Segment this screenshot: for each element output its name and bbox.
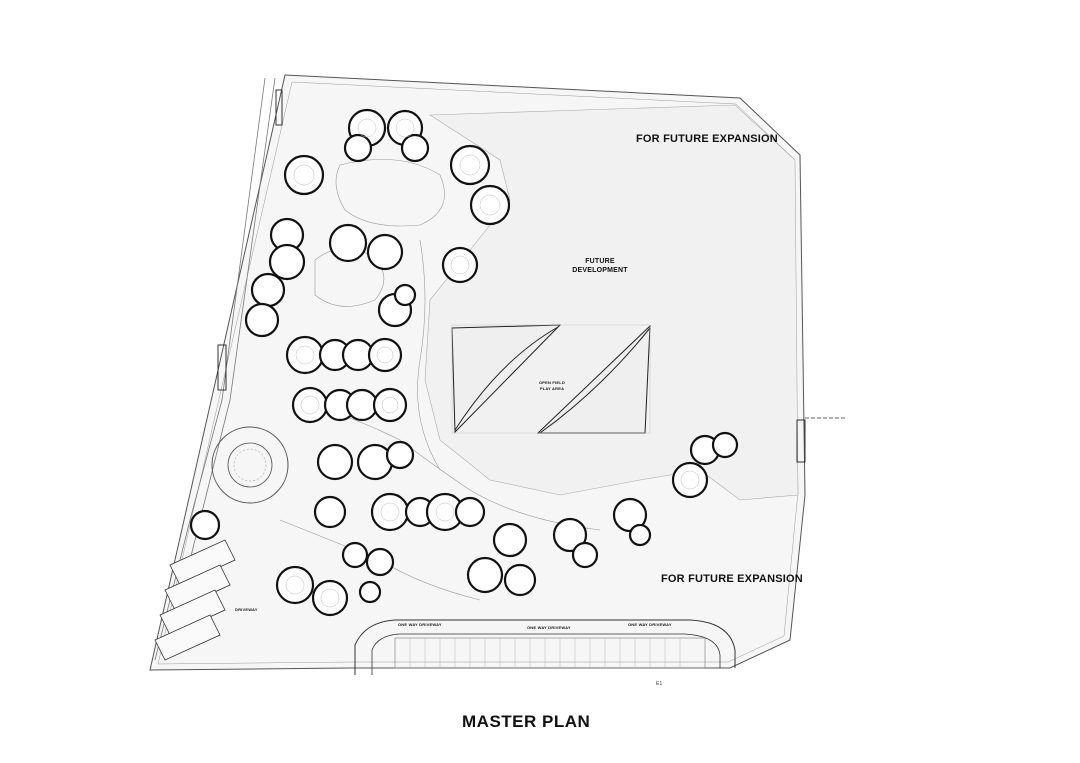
one-way-driveway-label-2: ONE WAY DRIVEWAY [527, 625, 571, 630]
future-expansion-top-label: FOR FUTURE EXPANSION [636, 133, 778, 145]
east-gate [796, 419, 806, 463]
building-pods [189, 108, 739, 617]
master-plan-title: MASTER PLAN [462, 712, 591, 731]
future-expansion-bottom-label: FOR FUTURE EXPANSION [661, 573, 803, 585]
driveway-label: DRIVEWAY [235, 607, 258, 612]
west-gate-2 [217, 344, 227, 391]
sw-parking-bays [154, 539, 236, 661]
site-boundary-inner [157, 81, 799, 665]
one-way-driveway-inner [371, 633, 721, 675]
future-development-line-1: FUTURE [585, 258, 615, 265]
open-field-line-2: PLAY AREA [539, 386, 565, 391]
open-field-boundary [451, 324, 651, 434]
landscape-paths [279, 159, 601, 601]
roundabout-inner [227, 442, 273, 488]
roundabout-outer [211, 426, 289, 504]
west-gate [275, 89, 283, 126]
one-way-driveway-label-1: ONE WAY DRIVEWAY [398, 622, 442, 627]
roundabout-center [233, 448, 267, 482]
parking-strip [394, 637, 706, 669]
one-way-driveway-label-3: ONE WAY DRIVEWAY [628, 622, 672, 627]
pod-courtyards [285, 118, 700, 608]
open-field-line-1: OPEN FIELD [538, 380, 565, 385]
parking-stalls [409, 638, 681, 668]
one-way-driveway-outer [354, 619, 736, 675]
open-field-triangle-left [451, 324, 562, 434]
open-field-label: OPEN FIELD PLAY AREA [532, 380, 572, 392]
future-development-line-2: DEVELOPMENT [572, 267, 628, 274]
open-field-curve-left [454, 326, 559, 431]
future-development-label: FUTURE DEVELOPMENT [565, 257, 635, 275]
open-field-curve-right [539, 327, 651, 434]
e1-mark: E1 [656, 681, 663, 687]
